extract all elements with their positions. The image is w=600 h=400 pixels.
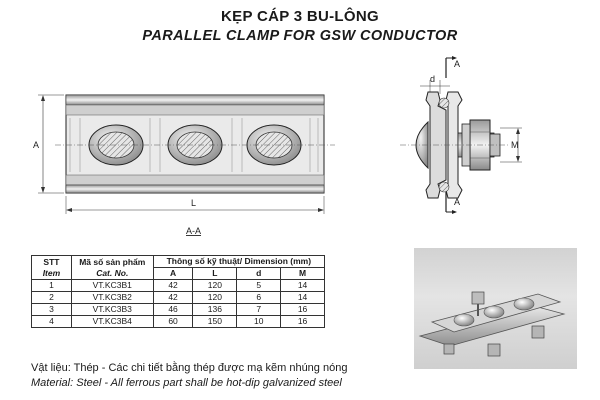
dimension-m-label: M <box>511 140 519 150</box>
table-row: 2 VT.KC3B2 42 120 6 14 <box>31 291 325 304</box>
material-note-vietnamese: Vật liệu: Thép - Các chi tiết bằng thép … <box>31 362 348 374</box>
title-vietnamese: KẸP CÁP 3 BU-LÔNG <box>221 8 379 25</box>
dimension-l-label: L <box>191 198 196 208</box>
cut-label-bottom: A <box>454 197 460 207</box>
bolt-head-3 <box>246 124 302 166</box>
technical-drawing: A L A-A A A d <box>33 56 522 236</box>
table-row: 4 VT.KC3B4 60 150 10 16 <box>31 315 325 328</box>
cut-label-top: A <box>454 59 460 69</box>
dimension-d-label: d <box>430 74 435 84</box>
table-row: 1 VT.KC3B1 42 120 5 14 <box>31 279 325 292</box>
dimension-l: L <box>65 196 325 214</box>
header-a: A <box>152 267 194 280</box>
title-english: PARALLEL CLAMP FOR GSW CONDUCTOR <box>142 28 458 44</box>
header-dimension: Thông số kỹ thuật/ Dimension (mm) <box>152 255 326 268</box>
header-catalog-number: Mã số sản phẩm Cat. No. <box>70 255 154 280</box>
dimension-a: A <box>33 94 64 194</box>
header-l: L <box>192 267 238 280</box>
header-m: M <box>280 267 325 280</box>
dimension-a-label: A <box>33 140 39 150</box>
table-row: 3 VT.KC3B3 46 136 7 16 <box>31 303 325 316</box>
side-view: A A d M <box>400 56 522 214</box>
header-d: d <box>236 267 282 280</box>
material-note-english: Material: Steel - All ferrous part shall… <box>31 377 342 389</box>
header-stt: STT Item <box>31 255 72 280</box>
section-label: A-A <box>186 226 201 236</box>
front-view <box>55 94 335 194</box>
product-photo <box>414 248 577 369</box>
specification-table: STT Item Mã số sản phẩm Cat. No. Thông s… <box>31 255 326 328</box>
